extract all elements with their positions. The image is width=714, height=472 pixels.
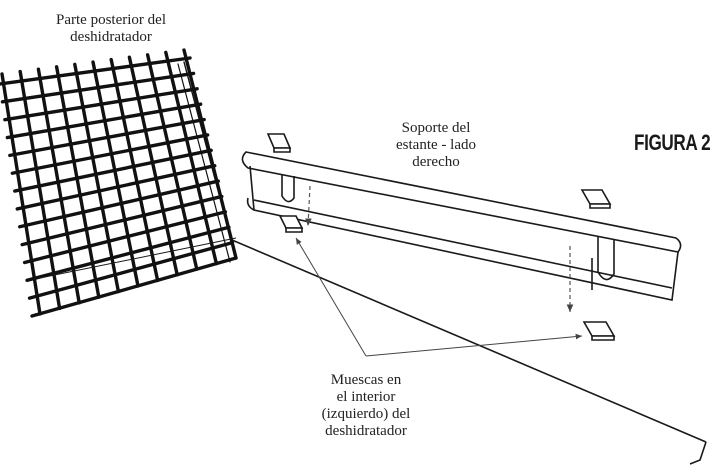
- rear-label-line2: deshidratador: [70, 29, 152, 45]
- rack-wire-horizontal: [27, 240, 235, 300]
- rack-wire-horizontal: [0, 71, 196, 104]
- rack-wire-horizontal: [10, 133, 210, 175]
- rack-wire-vertical: [54, 65, 101, 299]
- rack-frame-edge: [177, 63, 231, 263]
- rear-label: Parte posterior del deshidratador: [36, 12, 186, 46]
- notch-label-line1: Muescas en: [330, 372, 402, 388]
- dehydrator-bottom-line: [39, 237, 237, 279]
- dehydrator-wall-line: [231, 239, 707, 443]
- rack-wire-vertical: [164, 50, 219, 266]
- rack-wire-horizontal: [15, 163, 217, 211]
- support-label-line3: derecho: [412, 154, 460, 170]
- shelf-support-rail: [241, 151, 682, 301]
- rack-wire-horizontal: [17, 179, 221, 229]
- rack-wire-horizontal: [5, 102, 203, 140]
- callout-arrow-right: [365, 333, 583, 357]
- rack-wire-horizontal: [25, 225, 231, 283]
- rack-wire-horizontal: [20, 194, 224, 247]
- rear-label-line1: Parte posterior del: [56, 12, 166, 28]
- rack-wire-vertical: [36, 67, 81, 305]
- figure-label: FIGURA 2: [634, 130, 711, 155]
- notch-label-line4: deshidratador: [325, 423, 407, 439]
- insertion-guides: [305, 185, 574, 312]
- notch-label: Muescas en el interior (izquierdo) del d…: [306, 372, 426, 440]
- notch-top-left: [266, 133, 292, 153]
- notch-top-right: [580, 189, 612, 209]
- support-label-line1: Soporte del: [401, 120, 471, 136]
- rack-wire-vertical: [127, 55, 179, 277]
- rack-wire-vertical: [145, 53, 199, 271]
- notch-label-line2: el interior: [336, 389, 396, 405]
- guide-left: [305, 185, 312, 227]
- callout-arrow-left: [295, 237, 367, 357]
- rear-rack-grid: [0, 48, 238, 318]
- rack-wire-vertical: [73, 62, 121, 294]
- notch-callout-arrows: [295, 237, 583, 357]
- rack-wire-horizontal: [30, 256, 238, 318]
- rack-wire-horizontal: [13, 148, 213, 193]
- rack-wire-vertical: [0, 72, 42, 316]
- rack-wire-vertical: [91, 60, 140, 288]
- rack-wire-horizontal: [8, 117, 206, 158]
- rack-wire-vertical: [18, 69, 62, 311]
- notch-bottom-left: [278, 215, 304, 233]
- support-label: Soporte del estante - lado derecho: [376, 120, 496, 171]
- rack-wire-horizontal: [0, 56, 192, 86]
- rack-wire-horizontal: [22, 210, 228, 265]
- notch-blocks: [266, 133, 616, 341]
- rack-wire-vertical: [109, 57, 160, 283]
- notch-label-line3: (izquierdo) del: [321, 406, 411, 422]
- notch-bottom-right: [582, 321, 616, 341]
- support-label-line2: estante - lado: [396, 137, 476, 153]
- rack-wire-horizontal: [3, 87, 199, 122]
- rack-frame-edge: [183, 61, 237, 259]
- dehydrator-corner: [689, 441, 707, 465]
